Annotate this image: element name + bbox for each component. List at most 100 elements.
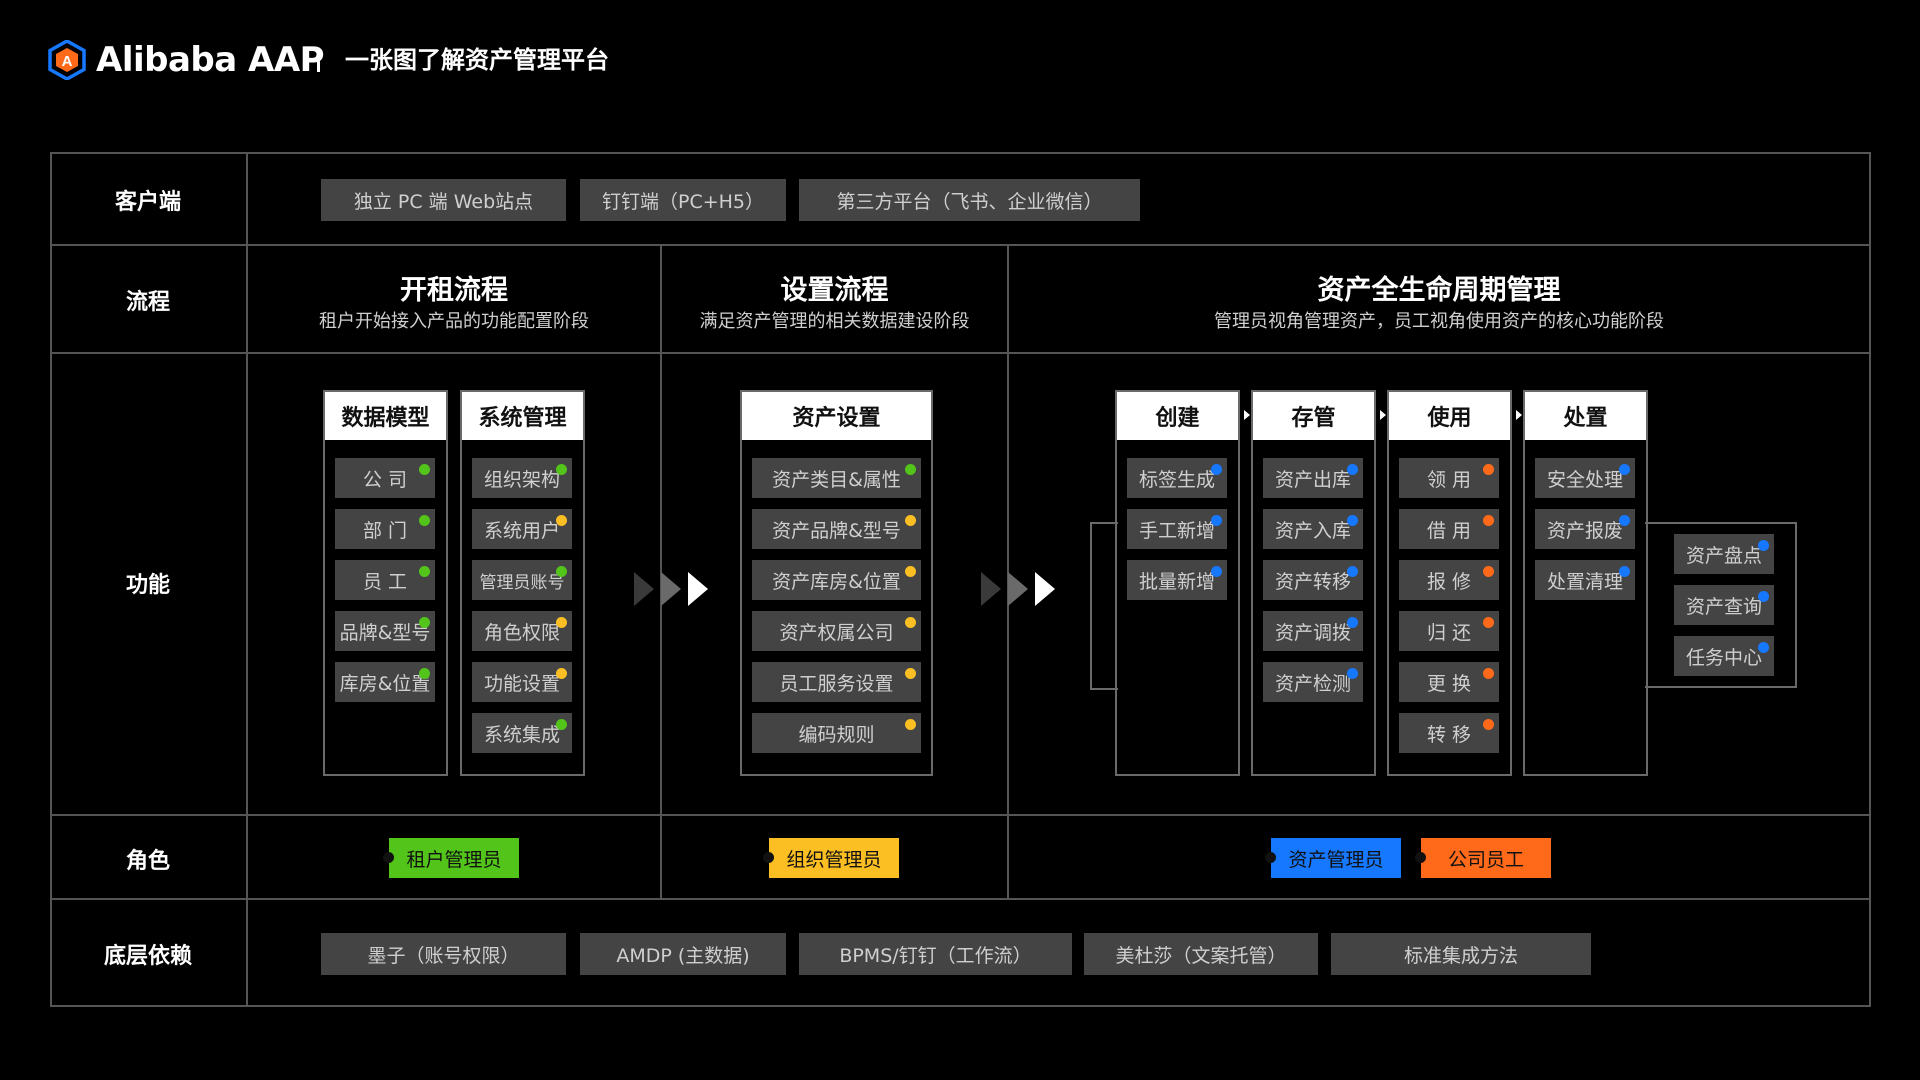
phase-desc-tenant: 租户开始接入产品的功能配置阶段 bbox=[319, 311, 589, 332]
module-item: 归 还 bbox=[1399, 611, 1499, 651]
module-item: 标签生成 bbox=[1127, 458, 1227, 498]
dependency-chip-amdp: AMDP (主数据) bbox=[580, 933, 786, 975]
module-item: 资产入库 bbox=[1263, 509, 1363, 549]
right-bracket bbox=[1645, 522, 1797, 688]
green-dot-icon bbox=[905, 464, 916, 475]
yellow-dot-icon bbox=[905, 515, 916, 526]
client-chip-pc-web: 独立 PC 端 Web站点 bbox=[321, 179, 566, 221]
module-asset-settings: 资产设置 资产类目&属性 资产品牌&型号 资产库房&位置 资产权属公司 员工服务… bbox=[740, 390, 933, 776]
client-chip-third-party: 第三方平台（飞书、企业微信） bbox=[799, 179, 1140, 221]
row-label-function: 功能 bbox=[125, 573, 170, 598]
module-item: 资产检测 bbox=[1263, 662, 1363, 702]
yellow-dot-icon bbox=[556, 668, 567, 679]
module-item: 管理员账号 bbox=[472, 560, 572, 600]
blue-dot-icon bbox=[1347, 617, 1358, 628]
module-title: 数据模型 bbox=[325, 392, 446, 440]
module-storage: 存管 资产出库 资产入库 资产转移 资产调拨 资产检测 bbox=[1251, 390, 1376, 776]
module-item: 系统集成 bbox=[472, 713, 572, 753]
blue-dot-icon bbox=[1347, 464, 1358, 475]
extra-item-query: 资产查询 bbox=[1674, 585, 1774, 625]
small-arrow-icon bbox=[1244, 410, 1250, 420]
orange-dot-icon bbox=[1483, 719, 1494, 730]
role-badge-tenant-admin: 租户管理员 bbox=[383, 838, 519, 878]
yellow-dot-icon bbox=[905, 617, 916, 628]
module-item: 员 工 bbox=[335, 560, 435, 600]
flow-arrow-icon bbox=[1008, 572, 1028, 606]
green-dot-icon bbox=[556, 464, 567, 475]
module-item: 角色权限 bbox=[472, 611, 572, 651]
module-item: 组织架构 bbox=[472, 458, 572, 498]
module-item: 资产转移 bbox=[1263, 560, 1363, 600]
module-item: 资产库房&位置 bbox=[752, 560, 921, 600]
green-dot-icon bbox=[556, 566, 567, 577]
blue-dot-icon bbox=[1758, 591, 1769, 602]
module-title: 使用 bbox=[1389, 392, 1510, 440]
flow-arrow-icon bbox=[981, 572, 1001, 606]
role-badge-asset-admin: 资产管理员 bbox=[1265, 838, 1401, 878]
module-disposal: 处置 安全处理 资产报废 处置清理 bbox=[1523, 390, 1648, 776]
module-item: 资产权属公司 bbox=[752, 611, 921, 651]
orange-dot-icon bbox=[1483, 617, 1494, 628]
module-item: 资产类目&属性 bbox=[752, 458, 921, 498]
brand-name: Alibaba AAP bbox=[96, 40, 325, 80]
module-system-mgmt: 系统管理 组织架构 系统用户 管理员账号 角色权限 功能设置 系统集成 bbox=[460, 390, 585, 776]
role-badge-org-admin: 组织管理员 bbox=[763, 838, 899, 878]
blue-dot-icon bbox=[1619, 566, 1630, 577]
module-item: 处置清理 bbox=[1535, 560, 1635, 600]
flow-arrow-icon bbox=[1035, 572, 1055, 606]
small-arrow-icon bbox=[1516, 410, 1522, 420]
blue-dot-icon bbox=[1211, 566, 1222, 577]
extra-item-inventory: 资产盘点 bbox=[1674, 534, 1774, 574]
orange-dot-icon bbox=[1483, 566, 1494, 577]
dot-icon bbox=[763, 852, 774, 863]
dependency-chip-bpms: BPMS/钉钉（工作流） bbox=[799, 933, 1072, 975]
blue-dot-icon bbox=[1619, 464, 1630, 475]
flow-arrow-icon bbox=[688, 572, 708, 606]
blue-dot-icon bbox=[1758, 642, 1769, 653]
module-title: 创建 bbox=[1117, 392, 1238, 440]
yellow-dot-icon bbox=[905, 668, 916, 679]
module-item: 安全处理 bbox=[1535, 458, 1635, 498]
row-label-role: 角色 bbox=[125, 849, 170, 874]
module-item: 领 用 bbox=[1399, 458, 1499, 498]
orange-dot-icon bbox=[1483, 668, 1494, 679]
green-dot-icon bbox=[556, 719, 567, 730]
flow-arrow-icon bbox=[661, 572, 681, 606]
yellow-dot-icon bbox=[905, 566, 916, 577]
dependency-chip-integration: 标准集成方法 bbox=[1331, 933, 1591, 975]
dot-icon bbox=[1415, 852, 1426, 863]
module-title: 处置 bbox=[1525, 392, 1646, 440]
module-create: 创建 标签生成 手工新增 批量新增 bbox=[1115, 390, 1240, 776]
module-data-model: 数据模型 公 司 部 门 员 工 品牌&型号 库房&位置 bbox=[323, 390, 448, 776]
phase-desc-lifecycle: 管理员视角管理资产，员工视角使用资产的核心功能阶段 bbox=[1214, 311, 1664, 332]
green-dot-icon bbox=[419, 668, 430, 679]
blue-dot-icon bbox=[1347, 515, 1358, 526]
module-item: 公 司 bbox=[335, 458, 435, 498]
blue-dot-icon bbox=[1347, 668, 1358, 679]
row-label-process: 流程 bbox=[125, 290, 170, 315]
row-label-dependency: 底层依赖 bbox=[103, 944, 192, 969]
dot-icon bbox=[383, 852, 394, 863]
module-item: 转 移 bbox=[1399, 713, 1499, 753]
module-item: 系统用户 bbox=[472, 509, 572, 549]
module-item: 编码规则 bbox=[752, 713, 921, 753]
module-title: 系统管理 bbox=[462, 392, 583, 440]
module-item: 借 用 bbox=[1399, 509, 1499, 549]
module-item: 批量新增 bbox=[1127, 560, 1227, 600]
yellow-dot-icon bbox=[905, 719, 916, 730]
yellow-dot-icon bbox=[556, 515, 567, 526]
orange-dot-icon bbox=[1483, 464, 1494, 475]
green-dot-icon bbox=[419, 617, 430, 628]
module-item: 功能设置 bbox=[472, 662, 572, 702]
module-item: 部 门 bbox=[335, 509, 435, 549]
orange-dot-icon bbox=[1483, 515, 1494, 526]
module-usage: 使用 领 用 借 用 报 修 归 还 更 换 转 移 bbox=[1387, 390, 1512, 776]
blue-dot-icon bbox=[1619, 515, 1630, 526]
extra-item-task-center: 任务中心 bbox=[1674, 636, 1774, 676]
blue-dot-icon bbox=[1758, 540, 1769, 551]
module-item: 员工服务设置 bbox=[752, 662, 921, 702]
header-divider bbox=[317, 48, 320, 72]
module-item: 品牌&型号 bbox=[335, 611, 435, 651]
dependency-chip-mozi: 墨子（账号权限） bbox=[321, 933, 566, 975]
row-label-client: 客户端 bbox=[114, 190, 181, 215]
